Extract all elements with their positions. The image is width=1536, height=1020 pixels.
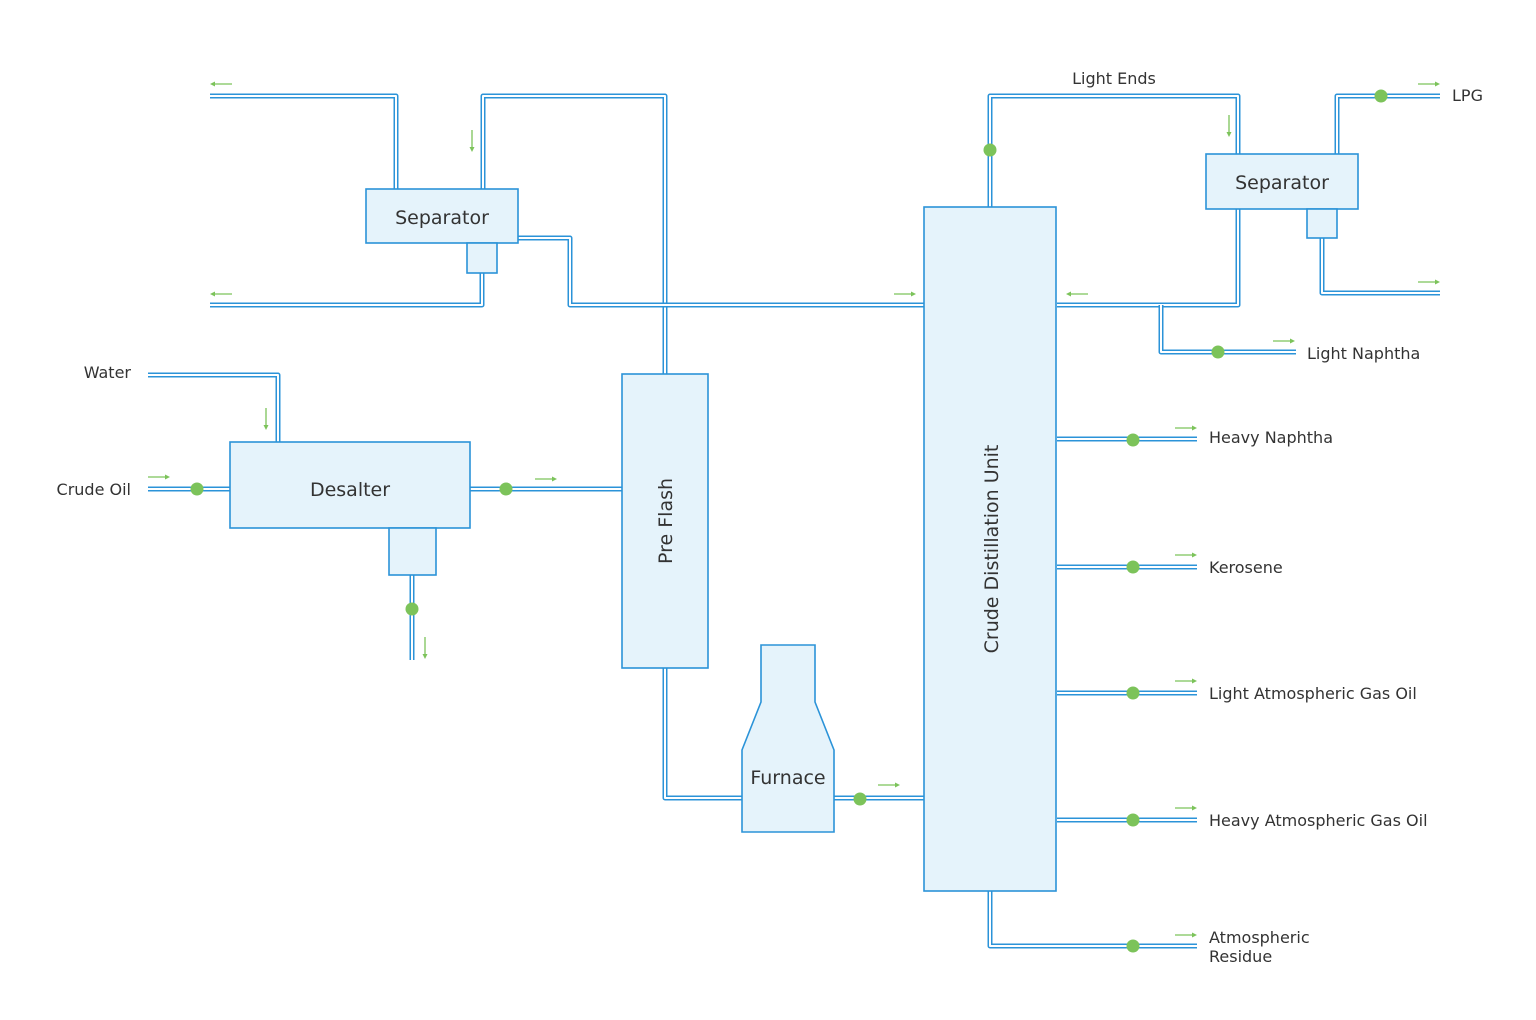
kerosene-label: Kerosene xyxy=(1209,558,1283,577)
pipe-1 xyxy=(482,95,666,374)
flow-arrow-icon xyxy=(1066,291,1088,297)
desalter-label: Desalter xyxy=(310,479,390,501)
light-ends-label: Light Ends xyxy=(1072,69,1156,88)
pipe-11 xyxy=(1057,209,1239,306)
pipe-4 xyxy=(148,372,281,442)
flow-meter-dot xyxy=(1126,433,1140,447)
flow-meter-dot xyxy=(1374,89,1388,103)
flow-arrow-icon xyxy=(469,130,475,152)
pipe-10 xyxy=(989,95,1239,207)
flow-arrow-icon xyxy=(148,474,170,480)
flow-arrow-icon xyxy=(1418,81,1440,87)
flow-meter-dot xyxy=(983,143,997,157)
flow-meter-dot xyxy=(499,482,513,496)
pipe-2 xyxy=(210,273,483,306)
pipe-0 xyxy=(210,93,399,189)
flow-meter-dot xyxy=(853,792,867,806)
desalter-unit xyxy=(229,441,471,529)
pipe-2 xyxy=(210,273,485,308)
flow-meter-dot xyxy=(1211,345,1225,359)
lpg-label: LPG xyxy=(1452,86,1483,105)
pipe-0 xyxy=(210,95,397,189)
flow-arrow-icon xyxy=(1175,805,1197,811)
pipe-13 xyxy=(1319,238,1440,296)
flow-meter-dot xyxy=(405,602,419,616)
cdu-unit xyxy=(923,206,1057,892)
flow-arrow-icon xyxy=(210,291,232,297)
residue-label-line2: Residue xyxy=(1209,947,1272,966)
pipe-8 xyxy=(662,668,742,801)
flow-meter-dot xyxy=(1126,686,1140,700)
flow-meter-dot xyxy=(1126,560,1140,574)
pipe-10 xyxy=(987,93,1241,207)
flow-arrow-icon xyxy=(1273,338,1295,344)
flow-arrow-icon xyxy=(1418,279,1440,285)
separator-right-unit xyxy=(1205,153,1359,210)
pre-flash-label: Pre Flash xyxy=(655,478,677,564)
heavy-naphtha-label: Heavy Naphtha xyxy=(1209,428,1333,447)
pipe-14 xyxy=(1158,305,1296,355)
separator-left-unit xyxy=(365,188,519,244)
crude-oil-label: Crude Oil xyxy=(57,480,131,499)
separator-left-boot xyxy=(466,242,498,274)
pipe-14 xyxy=(1160,305,1296,353)
desalter-boot xyxy=(388,527,437,576)
flow-arrow-icon xyxy=(210,81,232,87)
flow-meter-dot xyxy=(1126,939,1140,953)
pipe-12 xyxy=(1336,95,1440,154)
pre-flash-unit xyxy=(621,373,709,669)
flow-arrow-icon xyxy=(1175,678,1197,684)
flow-arrow-icon xyxy=(263,408,269,430)
separator-left-label: Separator xyxy=(395,207,489,229)
pipe-3 xyxy=(518,235,924,308)
pipe-19 xyxy=(989,891,1197,947)
furnace-unit xyxy=(741,644,835,833)
flow-arrow-icon xyxy=(1226,115,1232,137)
pipe-13 xyxy=(1321,238,1440,294)
pipe-12 xyxy=(1334,93,1440,154)
pipe-19 xyxy=(987,891,1197,949)
separator-right-boot xyxy=(1306,208,1338,239)
flow-markers xyxy=(148,81,1440,953)
flow-arrow-icon xyxy=(422,637,428,659)
flow-meter-dot xyxy=(1126,813,1140,827)
flow-arrow-icon xyxy=(1175,552,1197,558)
furnace-label: Furnace xyxy=(750,767,825,789)
pipe-8 xyxy=(664,668,742,799)
residue-label-line1: Atmospheric xyxy=(1209,928,1310,947)
cdu-label: Crude Distillation Unit xyxy=(981,445,1003,654)
hago-label: Heavy Atmospheric Gas Oil xyxy=(1209,811,1428,830)
separator-right-label: Separator xyxy=(1235,172,1329,194)
light-naphtha-label: Light Naphtha xyxy=(1307,344,1420,363)
pipe-4 xyxy=(148,374,279,442)
lago-label: Light Atmospheric Gas Oil xyxy=(1209,684,1417,703)
flow-arrow-icon xyxy=(878,782,900,788)
pipe-11 xyxy=(1057,209,1241,308)
flow-arrow-icon xyxy=(894,291,916,297)
pipe-3 xyxy=(518,237,924,306)
water-label: Water xyxy=(84,363,132,382)
flow-meter-dot xyxy=(190,482,204,496)
flow-arrow-icon xyxy=(1175,932,1197,938)
flow-arrow-icon xyxy=(535,476,557,482)
flow-arrow-icon xyxy=(1175,425,1197,431)
